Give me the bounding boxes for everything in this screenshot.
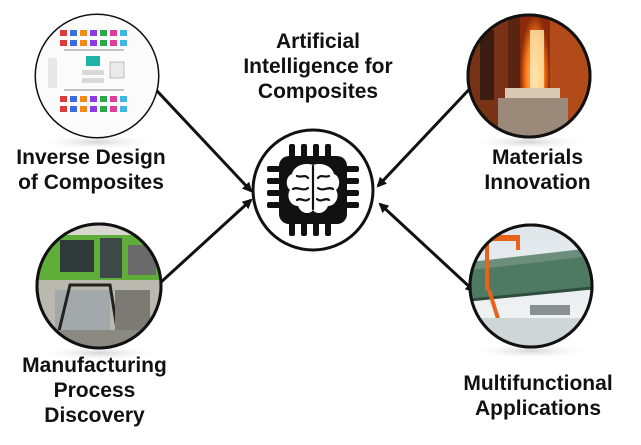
arrow-center-to-materials xyxy=(376,78,480,188)
manufacturing-node xyxy=(35,222,163,361)
center-title: Artificial Intelligence for Composites xyxy=(233,30,403,104)
multifunctional-line-2: Applications xyxy=(474,396,601,420)
title-line-2: Intelligence for xyxy=(243,54,393,78)
materials-testing-photo xyxy=(468,15,590,137)
multifunctional-node xyxy=(468,223,594,359)
inverse-design-label: Inverse Design of Composites xyxy=(0,146,182,196)
manufacturing-line-1: Manufacturing xyxy=(22,354,167,377)
inverse-design-node xyxy=(34,13,160,150)
bridge-inspection-photo xyxy=(470,225,592,347)
materials-line-2: Innovation xyxy=(484,170,591,194)
manufacturing-label: Manufacturing Process Discovery xyxy=(2,354,187,428)
inverse-design-line-1: Inverse Design xyxy=(16,146,166,169)
manufacturing-line-2: Process xyxy=(53,378,136,402)
arrow-center-to-multifunctional xyxy=(378,202,476,293)
title-line-1: Artificial xyxy=(275,30,361,53)
materials-label: Materials Innovation xyxy=(455,146,620,196)
inverse-design-line-2: of Composites xyxy=(18,170,164,194)
multifunctional-line-1: Multifunctional xyxy=(463,372,613,395)
arrow-manufacturing-to-center xyxy=(158,198,253,285)
materials-line-1: Materials xyxy=(491,146,584,169)
ai-brain-chip-icon xyxy=(267,144,359,236)
materials-node xyxy=(466,13,592,150)
multifunctional-label: Multifunctional Applications xyxy=(438,372,638,422)
center-ai-node xyxy=(251,128,375,252)
manufacturing-line-3: Discovery xyxy=(44,403,145,427)
inverse-design-flowchart-thumbnail xyxy=(36,15,158,137)
arrow-center-to-inverse-design xyxy=(141,74,253,193)
title-line-3: Composites xyxy=(257,79,379,103)
manufacturing-lab-photo xyxy=(37,224,161,348)
